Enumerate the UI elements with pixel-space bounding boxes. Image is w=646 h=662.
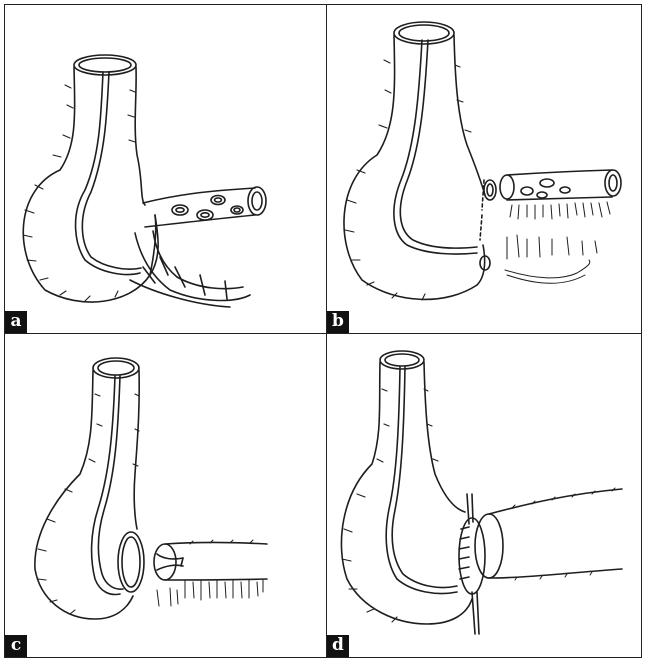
jejunum-tube [143, 187, 266, 227]
jejunum-anastomosed [475, 489, 622, 578]
panel-d-drawing [327, 334, 641, 657]
panel-c: c [5, 334, 326, 657]
panel-d-label: d [327, 635, 349, 657]
panel-b-label: b [327, 311, 349, 333]
jejunum-rugae [512, 488, 615, 580]
jejunum-segment [500, 170, 621, 200]
stomach-outline [35, 358, 139, 619]
panel-b: b [327, 5, 641, 333]
panel-b-drawing [327, 5, 641, 333]
stomach-rugae [38, 394, 139, 614]
panel-a-drawing [5, 5, 326, 333]
gastrotomy-opening [480, 180, 496, 270]
mesentery-arcade [130, 231, 250, 307]
panel-c-label: c [5, 635, 27, 657]
panel-c-drawing [5, 334, 326, 657]
panel-a-label: a [5, 311, 27, 333]
stomach-outline [23, 55, 158, 302]
panel-d: d [327, 334, 641, 657]
mesentery-fringe [505, 202, 610, 283]
jejunum-open-end [154, 543, 267, 581]
gastric-opening [118, 532, 144, 592]
stomach-outline [344, 22, 485, 299]
panel-a: a [5, 5, 326, 333]
stomach-outline [341, 351, 472, 624]
